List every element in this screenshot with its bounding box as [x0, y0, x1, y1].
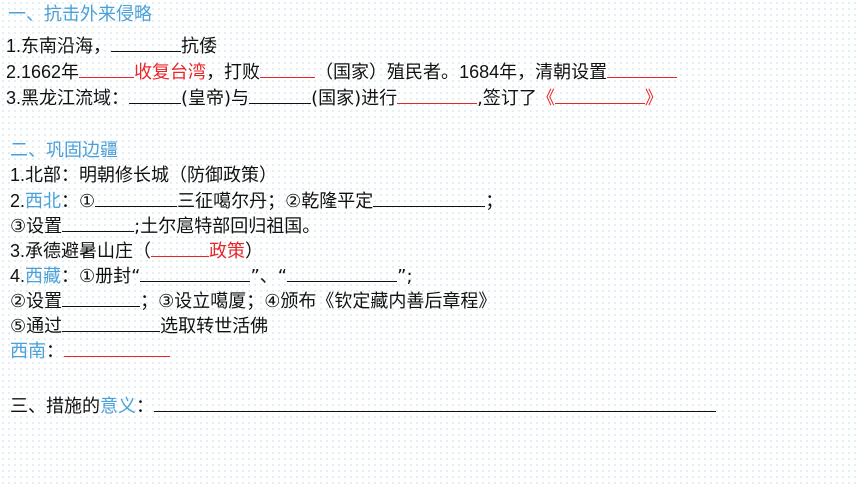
blank[interactable] — [607, 60, 678, 78]
blank[interactable] — [151, 239, 210, 257]
s2-item2b: ③设置;土尔扈特部回归祖国。 — [10, 214, 321, 237]
s2-item4: 4.西藏：①册封“”、“”; — [10, 264, 413, 287]
s2-item5: 西南： — [10, 339, 170, 363]
blank[interactable] — [111, 34, 182, 52]
s1-item2: 2.1662年收复台湾，打败（国家）殖民者。1684年，清朝设置 — [6, 60, 678, 84]
blank[interactable] — [287, 264, 398, 282]
blank[interactable] — [140, 264, 251, 282]
blank[interactable] — [64, 339, 170, 357]
blank[interactable] — [249, 86, 312, 104]
blank[interactable] — [95, 189, 178, 207]
s1-item3: 3.黑龙江流域：(皇帝)与(国家)进行,签订了《》 — [6, 86, 663, 109]
blank[interactable] — [260, 60, 316, 78]
blank[interactable] — [373, 189, 486, 207]
blank[interactable] — [129, 86, 182, 104]
blank[interactable] — [62, 289, 141, 307]
s2-item4c: ⑤通过选取转世活佛 — [10, 314, 269, 337]
blank[interactable] — [154, 394, 716, 412]
blank[interactable] — [554, 86, 645, 104]
s1-item1: 1.东南沿海，抗倭 — [6, 34, 218, 57]
blank[interactable] — [79, 60, 135, 78]
s2-item3: 3.承德避暑山庄（政策） — [10, 239, 264, 262]
s2-item4b: ②设置；③设立噶厦；④颁布《钦定藏内善后章程》 — [10, 289, 497, 312]
blank[interactable] — [397, 86, 478, 104]
blank[interactable] — [62, 214, 135, 232]
s2-item1: 1.北部：明朝修长城（防御政策） — [10, 165, 278, 186]
section2-heading: 二、巩固边疆 — [10, 140, 118, 161]
blank[interactable] — [62, 314, 161, 332]
section1-heading: 一、抗击外来侵略 — [8, 4, 152, 25]
section3-heading: 三、措施的意义： — [10, 394, 716, 418]
